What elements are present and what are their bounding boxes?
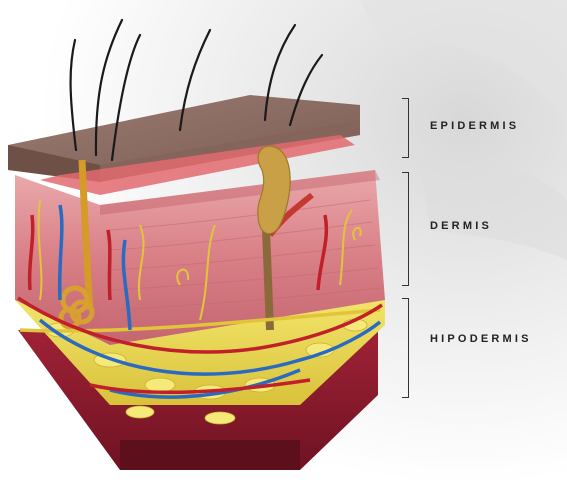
epidermis-bracket (402, 98, 409, 158)
hypodermis-bracket (402, 298, 409, 398)
dermis-label: DERMIS (430, 220, 492, 232)
deep-tissue-front (120, 440, 300, 470)
epidermis-label: EPIDERMIS (430, 120, 519, 132)
dermis-bracket (402, 172, 409, 286)
hypodermis-label: HIPODERMIS (430, 333, 532, 345)
